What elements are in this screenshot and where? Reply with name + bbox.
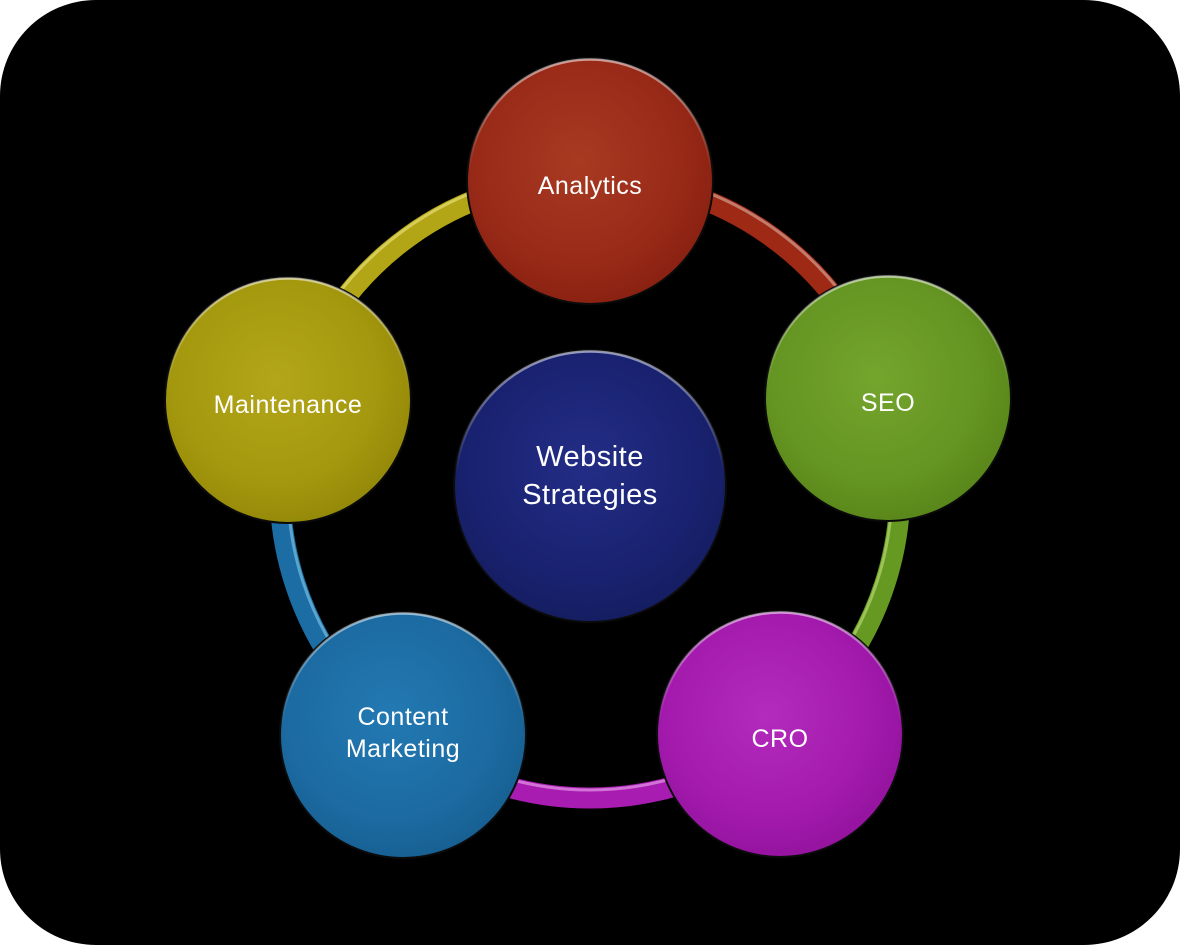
node-maintenance: Maintenance — [164, 276, 412, 524]
cro-circle-rim-highlight — [657, 611, 903, 857]
seo-label: SEO — [861, 389, 915, 417]
content-marketing-label-line1: Content — [357, 703, 448, 731]
center-circle — [453, 349, 727, 623]
node-content-marketing: Content Marketing — [279, 611, 527, 859]
seo-circle — [764, 274, 1012, 522]
content-marketing-label-line2: Marketing — [346, 735, 460, 763]
analytics-circle-rim-highlight — [467, 58, 713, 304]
center-node-website-strategies: Website Strategies — [453, 349, 727, 623]
cro-circle — [656, 610, 904, 858]
node-seo: SEO — [764, 274, 1012, 522]
cro-label: CRO — [751, 725, 808, 753]
center-label-line1: Website — [536, 441, 644, 473]
content-marketing-circle — [279, 611, 527, 859]
seo-circle-rim-highlight — [765, 275, 1011, 521]
analytics-circle — [466, 57, 714, 305]
content-marketing-circle-rim-highlight — [280, 612, 526, 858]
node-analytics: Analytics — [466, 57, 714, 305]
maintenance-circle-rim-highlight — [165, 277, 411, 523]
center-circle-rim-highlight — [454, 350, 726, 622]
maintenance-label: Maintenance — [214, 391, 363, 419]
maintenance-circle — [164, 276, 412, 524]
analytics-label: Analytics — [538, 172, 643, 200]
node-cro: CRO — [656, 610, 904, 858]
center-label-line2: Strategies — [522, 479, 658, 511]
